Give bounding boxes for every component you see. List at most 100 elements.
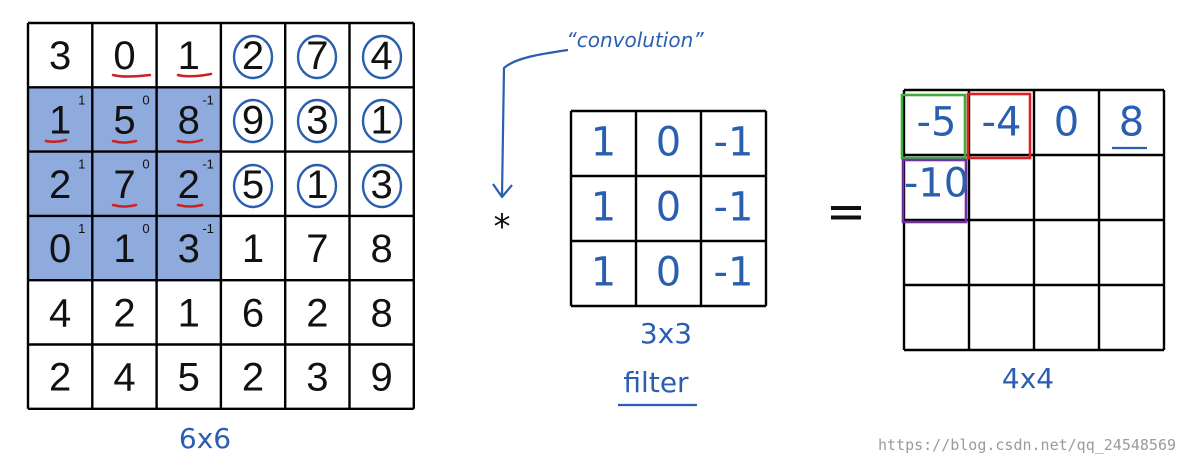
input-cell-value: 7 xyxy=(306,34,328,78)
underline-mark xyxy=(111,203,138,208)
circle-mark xyxy=(296,34,338,80)
output-highlight-red xyxy=(966,92,1032,160)
input-cell-value: 3 xyxy=(178,227,200,271)
filter-cell-value: -1 xyxy=(714,120,754,166)
output-cell-value: 8 xyxy=(1119,100,1144,146)
input-cell-value: 9 xyxy=(371,356,393,400)
input-cell-value: 4 xyxy=(113,356,135,400)
window-weight-label: 0 xyxy=(142,221,149,236)
input-cell-value: 7 xyxy=(306,227,328,271)
window-weight-label: 1 xyxy=(78,92,85,107)
blue-circle-marks xyxy=(232,34,403,209)
circle-mark xyxy=(232,163,274,209)
filter-cell-value: 0 xyxy=(656,120,681,166)
input-window-weights: 1 0 -1 1 0 -1 1 0 -1 xyxy=(78,92,214,236)
underline-mark xyxy=(176,138,204,144)
input-cell-value: 3 xyxy=(371,163,393,207)
circle-mark xyxy=(361,163,403,209)
output-cell-value: 0 xyxy=(1054,100,1079,146)
underline-mark xyxy=(176,72,213,78)
circle-mark xyxy=(232,34,274,80)
filter-cell-value: -1 xyxy=(714,185,754,231)
window-weight-label: 1 xyxy=(78,157,85,172)
filter-cell-value: 1 xyxy=(591,120,616,166)
input-cell-value: 8 xyxy=(371,227,393,271)
input-cell-value: 5 xyxy=(242,163,264,207)
window-weight-label: 0 xyxy=(142,157,149,172)
input-cell-value: 2 xyxy=(49,163,71,207)
input-cell-value: 0 xyxy=(113,34,135,78)
output-cell-value: -5 xyxy=(917,100,957,146)
underline-mark xyxy=(44,138,68,144)
circle-mark xyxy=(296,98,338,144)
filter-cell-value: 0 xyxy=(656,185,681,231)
input-cell-value: 8 xyxy=(371,291,393,335)
filter-cell-value: 1 xyxy=(591,250,616,296)
equals-sign: = xyxy=(826,184,866,240)
input-cell-value: 2 xyxy=(242,34,264,78)
window-weight-label: -1 xyxy=(202,221,214,236)
window-weight-label: 1 xyxy=(78,221,85,236)
input-cell-value: 1 xyxy=(371,98,393,142)
input-cell-value: 2 xyxy=(306,291,328,335)
input-cell-value: 5 xyxy=(178,356,200,400)
watermark-url: https://blog.csdn.net/qq_24548569 xyxy=(878,436,1176,454)
convolution-annotation: “convolution” xyxy=(492,28,704,199)
input-cell-value: 2 xyxy=(113,291,135,335)
circle-mark xyxy=(296,163,338,209)
input-cell-value: 7 xyxy=(113,163,135,207)
input-cell-value: 2 xyxy=(242,356,264,400)
input-cell-value: 3 xyxy=(306,98,328,142)
red-underline-marks xyxy=(44,72,213,208)
annotation-arrow xyxy=(500,48,569,197)
output-cell-value: -4 xyxy=(982,100,1022,146)
circle-mark xyxy=(232,98,274,144)
input-cell-value: 1 xyxy=(178,291,200,335)
filter-cell-value: 0 xyxy=(656,250,681,296)
filter-cell-value: -1 xyxy=(714,250,754,296)
circle-mark xyxy=(361,98,403,144)
filter-grid-lines xyxy=(569,109,768,308)
filter-cell-value: 1 xyxy=(591,185,616,231)
output-cell-value: -10 xyxy=(904,161,969,207)
input-cell-value: 0 xyxy=(49,227,71,271)
input-cell-value: 3 xyxy=(306,356,328,400)
input-size-label: 6x6 xyxy=(179,422,231,455)
convolution-operator: * xyxy=(494,207,511,247)
input-cell-value: 1 xyxy=(306,163,328,207)
input-grid-lines xyxy=(26,21,415,410)
output-highlight-green xyxy=(900,93,967,160)
filter-size-label: 3x3 xyxy=(640,317,692,350)
underline-mark xyxy=(111,73,152,78)
input-cell-value: 1 xyxy=(242,227,264,271)
window-weight-label: -1 xyxy=(202,157,214,172)
filter-name-label: filter xyxy=(623,366,689,399)
underline-mark xyxy=(111,139,138,144)
input-cell-value: 1 xyxy=(113,227,135,271)
input-window-highlight xyxy=(28,87,221,280)
window-weight-label: -1 xyxy=(202,92,214,107)
input-cell-value: 4 xyxy=(371,34,393,78)
circle-mark xyxy=(361,34,403,80)
input-cell-value: 3 xyxy=(49,34,71,78)
input-cell-value: 5 xyxy=(113,98,135,142)
window-weight-label: 0 xyxy=(142,92,149,107)
input-cell-value: 6 xyxy=(242,291,264,335)
input-cell-value: 1 xyxy=(49,98,71,142)
output-highlight-purple xyxy=(901,158,968,224)
arrow-head-icon xyxy=(492,183,513,199)
input-cell-value: 4 xyxy=(49,291,71,335)
input-cell-value: 2 xyxy=(49,356,71,400)
convolution-label: “convolution” xyxy=(566,28,704,52)
input-cell-value: 9 xyxy=(242,98,264,142)
underline-mark xyxy=(176,203,204,208)
input-cell-value: 8 xyxy=(178,98,200,142)
